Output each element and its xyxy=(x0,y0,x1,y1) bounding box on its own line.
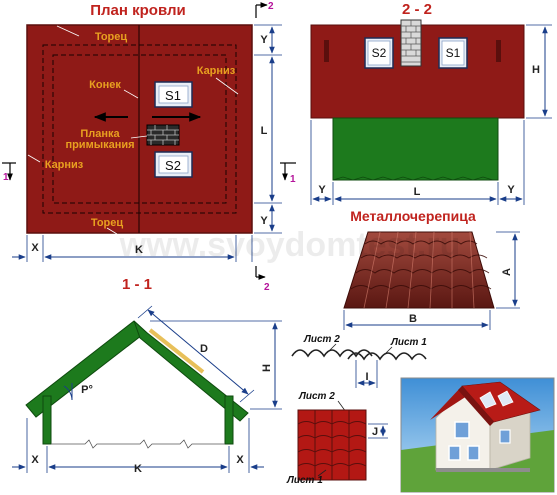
section-2-2-foundation-break xyxy=(332,176,494,181)
section-1-1-dim-p: P° xyxy=(81,384,93,396)
plan-torec-bottom-label: Торец xyxy=(91,217,124,229)
plan-window-s1-label: S1 xyxy=(165,88,181,103)
section-2-2-dim-h: H xyxy=(532,64,540,76)
house-render-foundation xyxy=(436,468,530,472)
plan-cut-1-label: 1 xyxy=(3,172,9,183)
house-3d-render xyxy=(400,377,555,493)
plan-window-s2: S2 xyxy=(154,151,193,178)
plan-inner-dashed-outline xyxy=(42,44,237,214)
plan-cut-mark-1-left: 1 xyxy=(2,162,16,183)
plan-cut-mark-1-right: 1 xyxy=(280,162,296,185)
section-2-2-dim-y-left: Y xyxy=(318,184,326,196)
section-1-1-dim-d-line xyxy=(147,309,249,395)
section-1-1: 1 - 1 P° D H X K X xyxy=(12,276,282,475)
house-render-roof-window-2 xyxy=(497,390,514,407)
house-render-window-left xyxy=(448,445,461,461)
plan-karniz-left-leader xyxy=(27,154,41,163)
metal-tile-title: Металлочерепица xyxy=(350,208,476,224)
plan-cut-2-top-label: 2 xyxy=(268,1,274,12)
overlap-sheet2-label-b: Лист 2 xyxy=(298,391,335,402)
metal-tile-dim-b: B xyxy=(409,313,417,325)
section-2-2-wall xyxy=(332,117,499,181)
overlap-profile-sheet-2 xyxy=(291,349,373,358)
plan-cut-mark-2-bottom: 2 xyxy=(255,266,270,293)
section-2-2-eave-right xyxy=(496,40,501,62)
section-1-1-title: 1 - 1 xyxy=(122,276,152,293)
section-2-2-height-dimension: H xyxy=(526,24,552,119)
overlap-sheet2-label-a: Лист 2 xyxy=(303,334,340,345)
section-1-1-post-right xyxy=(224,395,234,445)
section-2-2-title: 2 - 2 xyxy=(402,1,432,18)
plan-dim-y-top: Y xyxy=(260,34,268,46)
plan-cut-2-bottom-label: 2 xyxy=(264,282,270,293)
house-render-roof-window-1 xyxy=(479,391,497,409)
house-render-window-upper xyxy=(454,421,470,439)
plan-cut-mark-2-top: 2 xyxy=(255,1,274,18)
section-1-1-post-left xyxy=(42,395,52,445)
section-1-1-dim-d: D xyxy=(200,343,208,355)
plan-planka-label-2: примыкания xyxy=(65,139,134,151)
plan-cut-1-right-label: 1 xyxy=(290,174,296,185)
overlap-sheet1-label-a: Лист 1 xyxy=(390,337,427,348)
plan-chimney-icon xyxy=(146,124,180,146)
plan-window-s2-label: S2 xyxy=(165,158,181,173)
section-2-2-window-s1: S1 xyxy=(438,37,468,69)
section-2-2-dim-y-right: Y xyxy=(507,184,515,196)
section-1-1-dim-k: K xyxy=(134,463,142,475)
watermark-text: www.svoydomtest.ru xyxy=(119,226,461,264)
section-2-2-window-s2-label: S2 xyxy=(372,46,387,60)
section-1-1-dim-x-right: X xyxy=(236,454,244,466)
overlap-profile-sheet-1 xyxy=(347,352,427,361)
plan-planka-label-1: Планка xyxy=(80,128,120,140)
metal-tile-dim-a: A xyxy=(501,268,513,276)
plan-konek-leader xyxy=(123,89,139,99)
section-2-2-chimney-icon xyxy=(400,19,422,67)
plan-torec-top-leader xyxy=(56,25,80,37)
plan-karniz-right-leader xyxy=(215,77,239,95)
plan-vertical-dimension: Y L Y xyxy=(254,24,282,234)
sheet-overlap-tiles: Лист 2 J Лист 1 xyxy=(286,391,388,486)
metal-tile-highlights xyxy=(363,231,475,309)
overlap-sheet1-label-b: Лист 1 xyxy=(286,475,323,486)
house-render-window-side xyxy=(499,429,511,444)
section-2-2-window-s1-label: S1 xyxy=(446,46,461,60)
plan-torec-bottom-leader xyxy=(106,227,118,235)
house-render-roof-edge xyxy=(458,386,494,426)
metal-tile-rows xyxy=(350,240,492,290)
section-1-1-floor-break xyxy=(51,439,225,449)
plan-karniz-left-label: Карниз xyxy=(45,159,84,171)
metal-tile-sheet: Металлочерепица A B xyxy=(343,208,520,330)
section-1-1-dim-x-left: X xyxy=(31,454,39,466)
house-render-window-right xyxy=(467,445,480,461)
section-2-2-eave-left xyxy=(324,40,329,62)
plan-horizontal-dimension: X K xyxy=(12,235,253,262)
section-2-2-dim-l: L xyxy=(414,186,421,198)
roof-plan: План кровли S1 S2 xyxy=(2,1,296,293)
plan-title: План кровли xyxy=(90,2,186,19)
section-2-2-window-s2: S2 xyxy=(364,37,394,69)
overlap-dim-i: I xyxy=(365,371,368,383)
plan-planka-leader xyxy=(130,135,148,139)
plan-dim-l: L xyxy=(261,125,268,137)
plan-torec-top-label: Торец xyxy=(95,31,128,43)
section-1-1-dim-h: H xyxy=(261,364,273,372)
section-1-1-angle-arc xyxy=(63,383,73,401)
section-2-2: 2 - 2 S2 S1 xyxy=(310,1,552,205)
section-2-2-width-dimension: Y L Y xyxy=(310,120,525,205)
sheet-overlap-profile: Лист 2 Лист 1 I xyxy=(291,334,427,388)
plan-dim-y-bottom: Y xyxy=(260,215,268,227)
plan-wall-dashed-outline xyxy=(52,54,227,204)
plan-karniz-right-label: Карниз xyxy=(197,65,236,77)
plan-window-s1: S1 xyxy=(154,81,193,108)
plan-dim-k: K xyxy=(135,244,143,256)
overlap-dim-j: J xyxy=(372,426,378,438)
plan-dim-x: X xyxy=(31,242,39,254)
plan-konek-label: Конек xyxy=(89,79,121,91)
